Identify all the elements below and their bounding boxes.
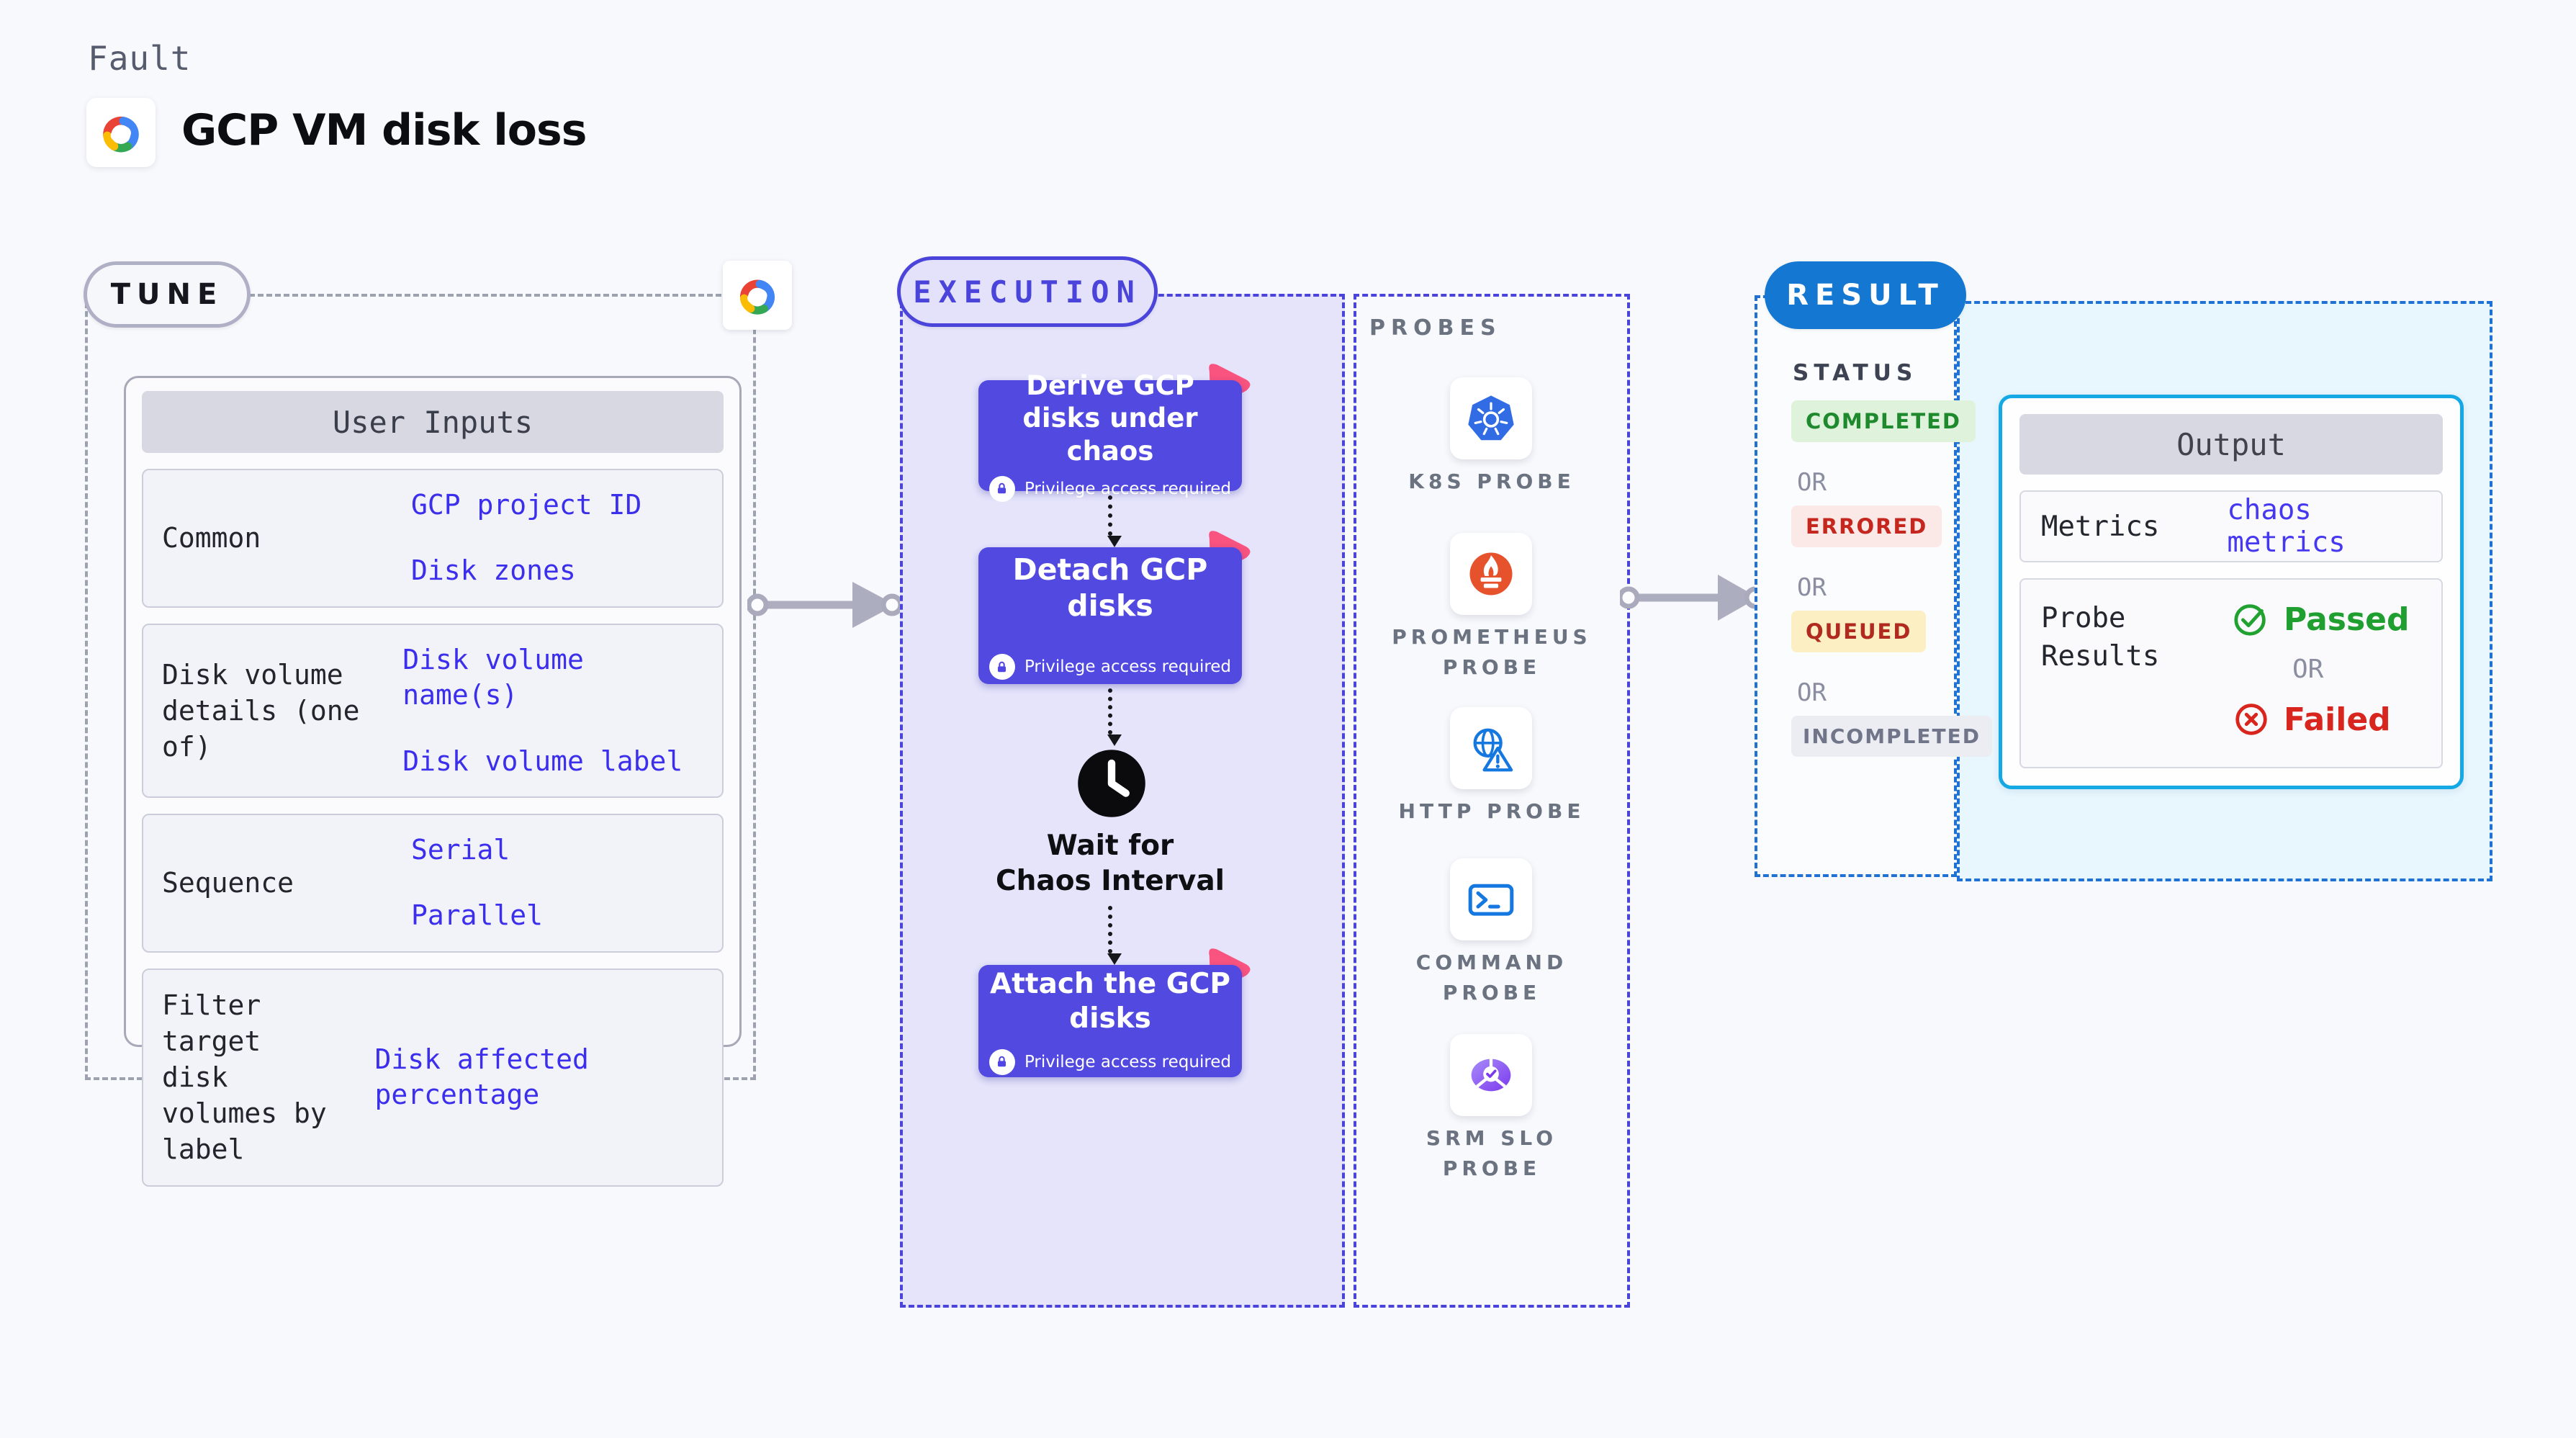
row-value: Disk volume label [402,745,683,777]
probe-results-row: Probe Results Passed OR [2019,578,2443,768]
flow-arrow-probes-to-result [1620,575,1764,621]
probe-tile [1450,377,1532,459]
node-body: Attach the GCP disks Privilege access re… [978,965,1242,1077]
output-header: Output [2019,414,2443,475]
probes-dashed-box [1354,294,1630,1308]
execution-badge: EXECUTION [897,256,1158,327]
tune-badge: TUNE [84,261,251,328]
gcp-corner-tile [723,261,792,330]
wait-step [1074,746,1149,824]
probe-label: HTTP PROBE [1398,799,1585,823]
privilege-label: Privilege access required [1024,657,1232,677]
probe-tile [1450,707,1532,789]
srm-slo-donut-check-icon [1471,1058,1511,1092]
user-inputs-table: User Inputs Common GCP project ID Disk z… [124,376,742,1187]
probe-label: PROMETHEUS PROBE [1392,625,1592,679]
node-derive-gcp-disks: Derive GCP disks under chaos Privilege a… [978,364,1251,502]
row-label: Common [162,522,261,554]
node-attach-gcp-disks: Attach the GCP disks Privilege access re… [978,948,1251,1077]
x-circle-icon [2235,704,2267,735]
row-value: GCP project ID [411,489,642,521]
row-label: Sequence [162,867,294,899]
probe-results-label: Probe Results [2041,602,2160,673]
or-separator: OR [1797,468,1827,497]
node-title: Attach the GCP disks [990,968,1230,1035]
node-body: Derive GCP disks under chaos Privilege a… [978,370,1242,502]
row-value: Disk zones [411,554,576,587]
row-value: Disk affected percentage [374,1043,589,1111]
probes-title: PROBES [1369,315,1502,341]
node-detach-gcp-disks: Detach GCP disks Privilege access requir… [978,531,1251,684]
flow-arrow-tune-to-execution [747,582,901,628]
probe-label: K8S PROBE [1408,469,1575,493]
table-row: Filter target disk volumes by label Disk… [142,968,724,1187]
probe-label: SRM SLO PROBE [1426,1126,1558,1180]
fault-kicker: Fault [88,39,192,78]
prometheus-icon [1469,552,1513,596]
status-badge-queued: QUEUED [1791,611,1927,652]
gcp-logo-tile [86,98,156,167]
probe-tile [1450,1034,1532,1116]
metrics-value: chaos metrics [2227,494,2346,559]
result-status-dashed-box [1755,295,1957,877]
passed-label: Passed [2284,601,2410,638]
status-badge-completed: COMPLETED [1791,400,1976,442]
metrics-row: Metrics chaos metrics [2019,490,2443,562]
privilege-label: Privilege access required [1024,1052,1232,1071]
wait-label: Wait for Chaos Interval [996,830,1225,898]
gcp-cloud-logo-icon [103,116,139,153]
probe-tile [1450,533,1532,615]
table-row: Common GCP project ID Disk zones [142,469,724,608]
privilege-row: Privilege access required [988,1048,1232,1075]
flow-connector [1107,688,1122,746]
row-value: Parallel [411,899,544,932]
probe-label: COMMAND PROBE [1415,951,1568,1005]
privilege-row: Privilege access required [988,654,1232,680]
or-separator: OR [1797,678,1827,707]
node-body: Detach GCP disks Privilege access requir… [978,547,1242,684]
status-badge-incompleted: INCOMPLETED [1791,716,1993,757]
status-title: STATUS [1793,360,1918,386]
table-row: Sequence Serial Parallel [142,813,724,953]
row-label: Filter target disk volumes by label [162,989,327,1166]
or-separator: OR [2292,655,2324,684]
row-value: Serial [411,833,510,866]
check-circle-icon [2234,604,2266,636]
privilege-row: Privilege access required [988,475,1232,502]
lock-icon [988,1048,1015,1075]
metrics-label: Metrics [2041,510,2160,543]
command-terminal-icon [1468,884,1514,916]
row-value: Disk volume name(s) [402,643,584,711]
clock-icon [1078,750,1145,817]
table-row: Disk volume details (one of) Disk volume… [142,623,724,798]
node-title: Detach GCP disks [1012,552,1208,623]
privilege-label: Privilege access required [1024,479,1232,498]
output-card: Output Metrics chaos metrics Probe Resul… [1999,395,2464,789]
flow-connector [1107,495,1122,547]
probe-tile [1450,858,1532,940]
lock-icon [988,475,1015,502]
page-title: GCP VM disk loss [181,105,587,156]
kubernetes-icon [1468,395,1514,441]
user-inputs-header: User Inputs [142,391,724,453]
flow-connector [1107,906,1122,965]
row-label: Disk volume details (one of) [162,658,360,763]
http-globe-warning-icon [1473,728,1513,772]
gcp-cloud-logo-icon [739,279,775,315]
node-title: Derive GCP disks under chaos [1022,370,1198,467]
lock-icon [988,654,1015,680]
failed-line: Failed [2232,700,2409,739]
failed-label: Failed [2284,701,2391,738]
passed-line: Passed [2232,600,2409,639]
or-separator: OR [1797,573,1827,602]
result-badge: RESULT [1765,261,1966,329]
status-badge-errored: ERRORED [1791,505,1942,547]
